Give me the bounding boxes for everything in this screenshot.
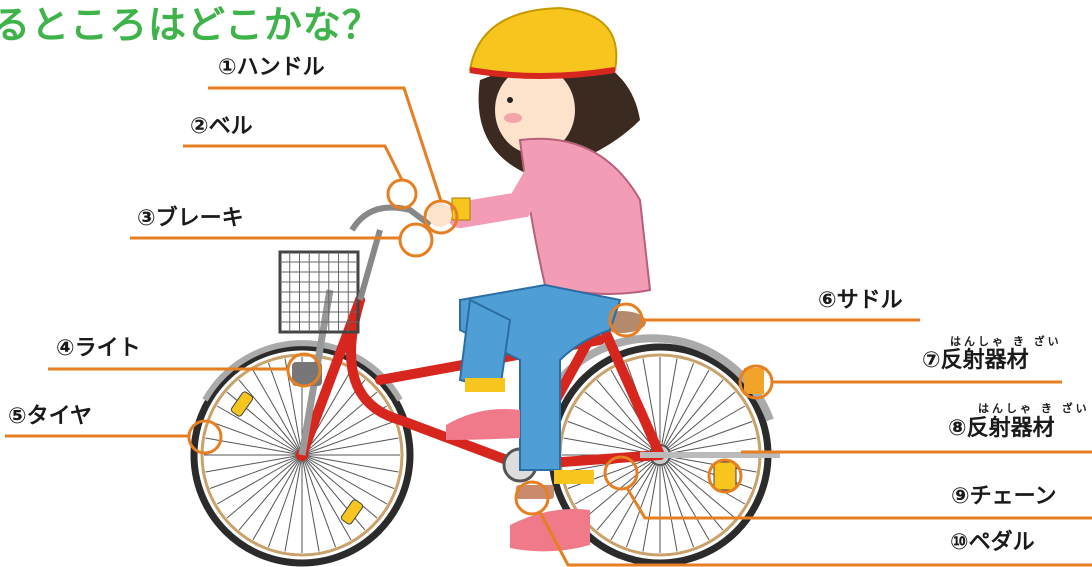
- spoke: [301, 454, 336, 548]
- spoke: [642, 454, 661, 552]
- spoke: [301, 421, 395, 456]
- pedal-circle: [514, 480, 550, 516]
- handlebar-bar: [349, 204, 432, 232]
- spoke: [574, 405, 661, 456]
- label-saddle: ⑥サドル: [818, 288, 903, 313]
- spoke: [567, 421, 661, 456]
- spoke: [584, 454, 661, 519]
- front-basket: [278, 250, 360, 334]
- wheel-reflector: [713, 461, 737, 491]
- spoke: [659, 454, 678, 552]
- label-reflector-8: ⑧反射器材: [948, 416, 1055, 441]
- spoke: [216, 405, 303, 456]
- label-pedal: ⑩ペダル: [950, 530, 1035, 555]
- spoke: [659, 391, 736, 456]
- spoke: [659, 362, 694, 456]
- rear-reflector: [744, 368, 764, 394]
- spoke: [301, 379, 366, 456]
- leader-lines: [5, 86, 1092, 567]
- spoke: [301, 405, 388, 456]
- label-light: ④ライト: [56, 336, 141, 361]
- spoke: [209, 454, 303, 489]
- spoke: [574, 454, 661, 505]
- label-tire: ⑤タイヤ: [8, 404, 92, 429]
- spoke: [659, 421, 753, 456]
- spoke: [659, 369, 710, 456]
- spoke: [252, 454, 303, 541]
- spoke: [238, 454, 303, 531]
- label-reflector-7: ⑦反射器材: [922, 348, 1029, 373]
- spoke: [252, 369, 303, 456]
- spoke: [301, 454, 388, 505]
- spoke: [301, 454, 395, 489]
- spoke: [659, 454, 753, 489]
- rider: [428, 6, 652, 552]
- spoke: [226, 454, 303, 519]
- spoke: [659, 454, 710, 541]
- spoke: [209, 421, 303, 456]
- spoke: [205, 454, 303, 473]
- leader-chain: [625, 487, 1092, 520]
- reflector-circle-8: [707, 458, 743, 494]
- spoke: [216, 454, 303, 505]
- spoke: [659, 358, 678, 456]
- chain-circle: [603, 455, 639, 491]
- spoke: [626, 454, 661, 548]
- leader-bell: [183, 144, 404, 181]
- leader-pedal: [538, 511, 1092, 567]
- label-bell: ②ベル: [190, 114, 253, 139]
- label-brake: ③ブレーキ: [137, 206, 244, 231]
- bell-circle: [386, 178, 418, 210]
- spoke: [584, 391, 661, 456]
- leader-handle: [208, 86, 443, 202]
- spoke: [238, 379, 303, 456]
- ruby-reflector-8: はんしゃ き ざい: [978, 402, 1090, 415]
- ruby-reflector-7: はんしゃ き ざい: [950, 335, 1062, 348]
- spoke: [610, 454, 661, 541]
- spoke: [659, 379, 724, 456]
- spoke: [301, 454, 320, 552]
- spoke: [659, 405, 746, 456]
- front-fender: [202, 340, 403, 402]
- spoke: [301, 454, 352, 541]
- headlight: [292, 362, 322, 386]
- spoke: [301, 454, 378, 519]
- spoke: [301, 454, 399, 473]
- label-chain: ⑨チェーン: [951, 484, 1057, 509]
- spoke: [284, 454, 303, 552]
- brake-circle: [398, 222, 434, 258]
- page-title: るところはどこかな？: [0, 3, 381, 47]
- spoke: [659, 454, 694, 548]
- spoke: [659, 454, 736, 519]
- spoke: [301, 437, 399, 456]
- spoke: [659, 454, 746, 505]
- spoke: [268, 454, 303, 548]
- spoke: [268, 362, 303, 456]
- label-handle: ①ハンドル: [218, 55, 325, 80]
